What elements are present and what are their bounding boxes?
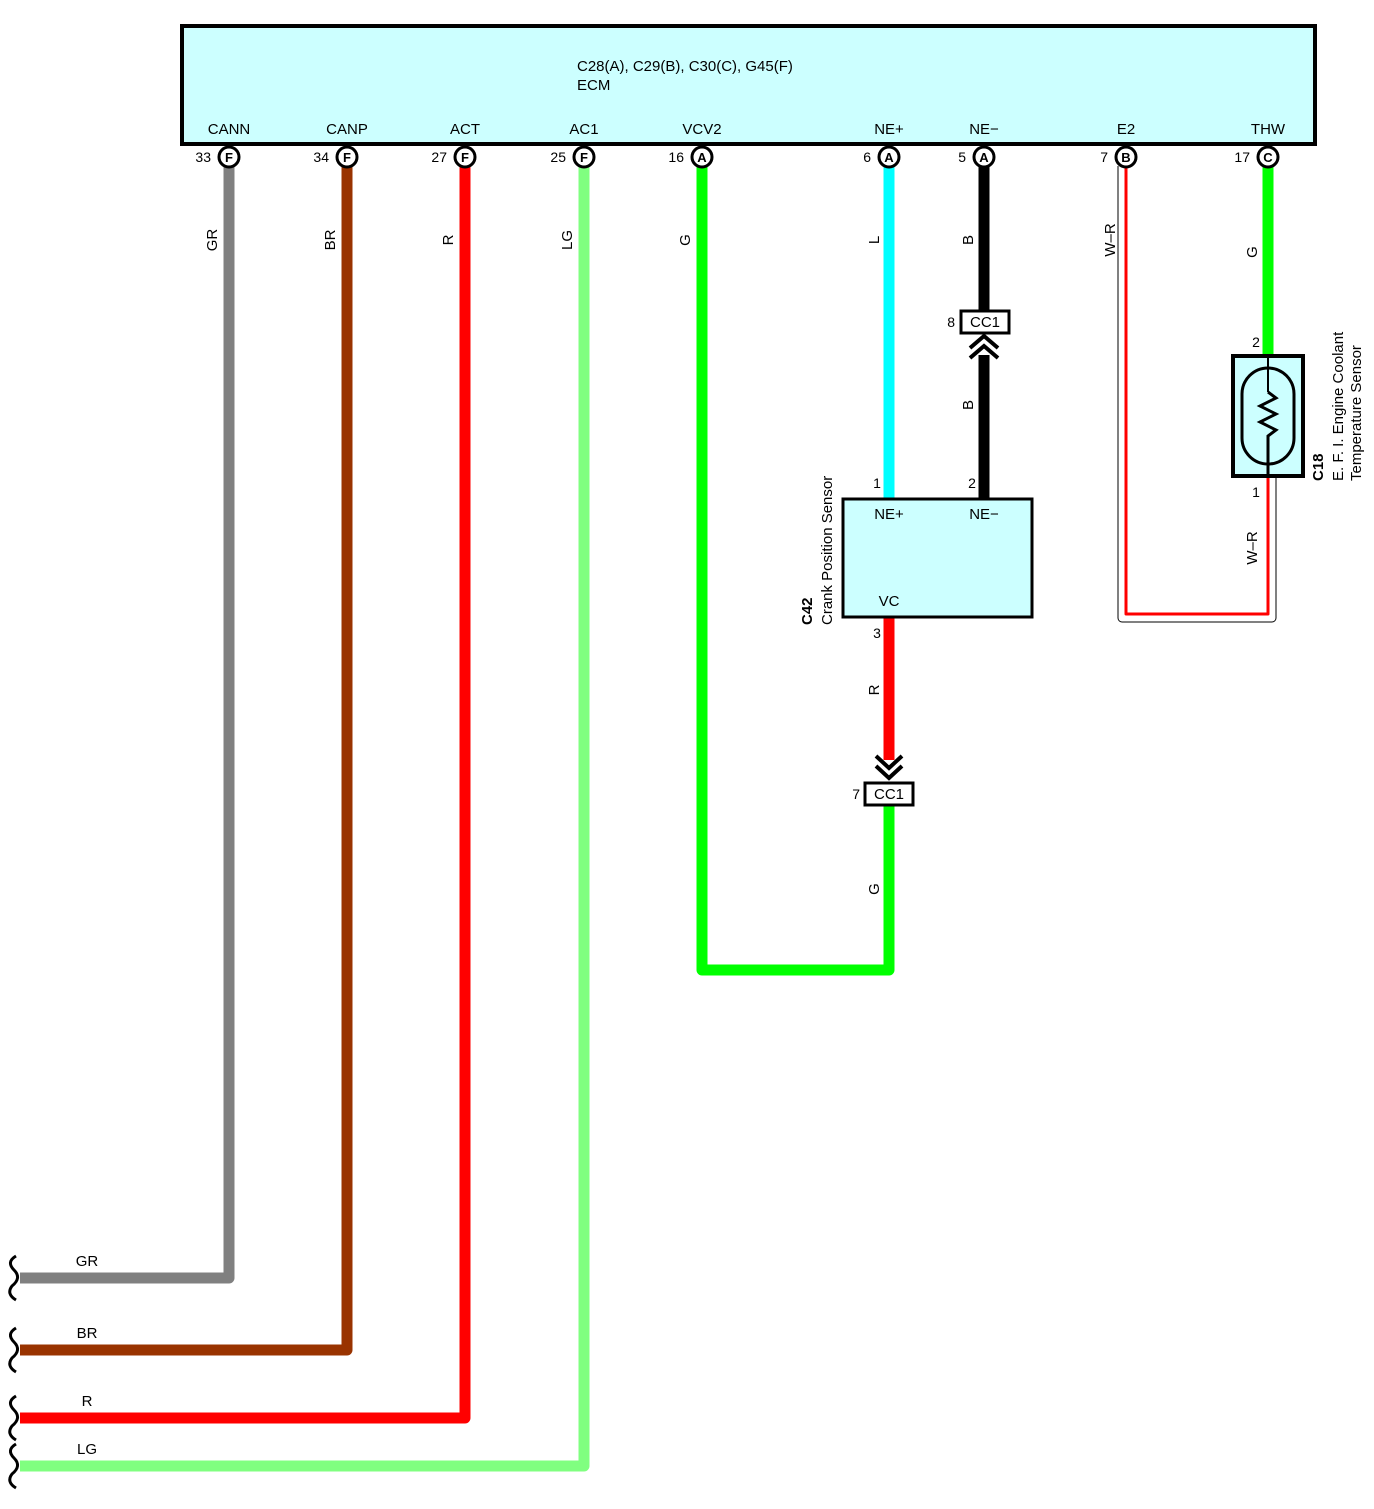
break-mark-lg — [8, 1442, 19, 1490]
chevron-up-icon — [968, 333, 1000, 360]
connector-circle-cann: F — [217, 145, 241, 169]
crank-sensor-code: C42 — [799, 597, 816, 625]
coolant-temperature-sensor: 2 1 C18 E. F. I. Engine Coolant Temperat… — [1231, 331, 1365, 500]
connector-circle-act: F — [453, 145, 477, 169]
pin-number-cann: 33 — [195, 149, 211, 165]
chevron-down-icon — [874, 754, 904, 781]
wire-label-wr-lower: W–R — [1244, 531, 1261, 565]
crank-sensor-name: Crank Position Sensor — [819, 476, 836, 625]
wires — [20, 166, 1277, 1472]
svg-text:F: F — [343, 150, 351, 165]
connector-circle-thw: C — [1256, 145, 1280, 169]
crank-sensor-ne-minus-label: NE− — [969, 506, 999, 523]
wire-act-r — [20, 166, 471, 1424]
wire-label-wr-upper: W–R — [1102, 223, 1119, 257]
svg-text:C: C — [1263, 150, 1273, 165]
pin-number-act: 27 — [431, 149, 447, 165]
crank-sensor-vc-label: VC — [879, 593, 900, 610]
wire-label-r-vc: R — [866, 684, 883, 695]
svg-text:F: F — [225, 150, 233, 165]
terminal-label-ac1: AC1 — [569, 121, 598, 138]
svg-text:F: F — [580, 150, 588, 165]
coolant-sensor-pin-2: 2 — [1252, 334, 1260, 350]
pin-number-e2: 7 — [1100, 149, 1108, 165]
break-mark-br — [8, 1326, 19, 1374]
connector-circles: F F F F A A A B C — [217, 145, 1280, 169]
off-page-label-gr: GR — [76, 1253, 99, 1270]
junction-cc1-upper: CC1 8 — [947, 309, 1011, 360]
terminal-label-act: ACT — [450, 121, 480, 138]
wire-label-g-lower: G — [866, 883, 883, 895]
off-page-label-lg: LG — [77, 1441, 97, 1458]
junction-cc1-lower: CC1 7 — [852, 754, 915, 807]
wire-label-l: L — [866, 236, 883, 244]
wire-label-g-vcv2: G — [677, 234, 694, 246]
crank-sensor-ne-plus-label: NE+ — [874, 506, 904, 523]
crank-position-sensor: NE+ NE− VC 1 2 3 C42 Crank Position Sens… — [799, 475, 1034, 641]
wire-label-g-thw: G — [1244, 246, 1261, 258]
wire-label-b-upper: B — [960, 235, 977, 245]
connector-circle-ne-minus: A — [972, 145, 996, 169]
crank-sensor-pin-1: 1 — [873, 475, 881, 491]
off-page-wire-labels: GR BR R LG — [76, 1253, 99, 1458]
connector-circle-ne-plus: A — [877, 145, 901, 169]
wire-label-r: R — [440, 234, 457, 245]
wire-vcv2-g — [696, 166, 895, 976]
coolant-sensor-name-line1: E. F. I. Engine Coolant — [1330, 331, 1347, 481]
connector-circle-vcv2: A — [690, 145, 714, 169]
pin-number-ne-plus: 6 — [863, 149, 871, 165]
terminal-label-ne-plus: NE+ — [874, 121, 904, 138]
wire-ac1-lg — [20, 166, 590, 1472]
junction-cc1-upper-name: CC1 — [970, 314, 1000, 331]
connector-circle-ac1: F — [572, 145, 596, 169]
wire-color-labels: GR BR R LG G L B W–R G B R G W–R — [204, 223, 1261, 895]
pin-number-canp: 34 — [313, 149, 329, 165]
break-mark-r — [8, 1394, 19, 1442]
connector-circle-e2: B — [1114, 145, 1138, 169]
wire-canp-br — [20, 166, 353, 1356]
svg-text:A: A — [697, 150, 707, 165]
pin-number-ne-minus: 5 — [958, 149, 966, 165]
wire-label-b-lower: B — [960, 400, 977, 410]
connector-circle-canp: F — [335, 145, 359, 169]
wire-label-lg: LG — [559, 230, 576, 250]
wire-cann-gr — [20, 166, 235, 1284]
svg-text:F: F — [461, 150, 469, 165]
crank-sensor-pin-3: 3 — [873, 625, 881, 641]
terminal-label-vcv2: VCV2 — [682, 121, 721, 138]
ecm-name: ECM — [577, 77, 610, 94]
wire-e2-wr-white — [1118, 166, 1276, 622]
wire-label-gr: GR — [204, 229, 221, 252]
off-page-label-br: BR — [77, 1325, 98, 1342]
svg-text:A: A — [979, 150, 989, 165]
wire-label-br: BR — [322, 229, 339, 250]
coolant-sensor-code: C18 — [1310, 453, 1327, 481]
ecm-box: C28(A), C29(B), C30(C), G45(F) ECM — [180, 24, 1317, 146]
ecm-connectors-label: C28(A), C29(B), C30(C), G45(F) — [577, 58, 793, 75]
coolant-sensor-pin-1: 1 — [1252, 484, 1260, 500]
ecm-terminal-labels: CANN CANP ACT AC1 VCV2 NE+ NE− E2 THW — [208, 121, 1286, 138]
coolant-sensor-name-line2: Temperature Sensor — [1348, 345, 1365, 481]
ecm-pin-numbers: 33 34 27 25 16 6 5 7 17 — [195, 149, 1250, 165]
terminal-label-cann: CANN — [208, 121, 251, 138]
terminal-label-e2: E2 — [1117, 121, 1135, 138]
junction-cc1-lower-pin: 7 — [852, 786, 860, 802]
svg-text:B: B — [1121, 150, 1130, 165]
terminal-label-canp: CANP — [326, 121, 368, 138]
pin-number-ac1: 25 — [550, 149, 566, 165]
crank-sensor-pin-2: 2 — [968, 475, 976, 491]
terminal-label-ne-minus: NE− — [969, 121, 999, 138]
pin-number-thw: 17 — [1234, 149, 1250, 165]
junction-cc1-upper-pin: 8 — [947, 314, 955, 330]
wire-e2-wr-core — [1124, 166, 1270, 616]
resistor-icon — [1256, 390, 1280, 476]
terminal-label-thw: THW — [1251, 121, 1286, 138]
svg-text:A: A — [884, 150, 894, 165]
off-page-markers — [8, 1254, 19, 1490]
off-page-label-r: R — [82, 1393, 93, 1410]
break-mark-gr — [8, 1254, 19, 1302]
junction-cc1-lower-name: CC1 — [874, 786, 904, 803]
pin-number-vcv2: 16 — [668, 149, 684, 165]
